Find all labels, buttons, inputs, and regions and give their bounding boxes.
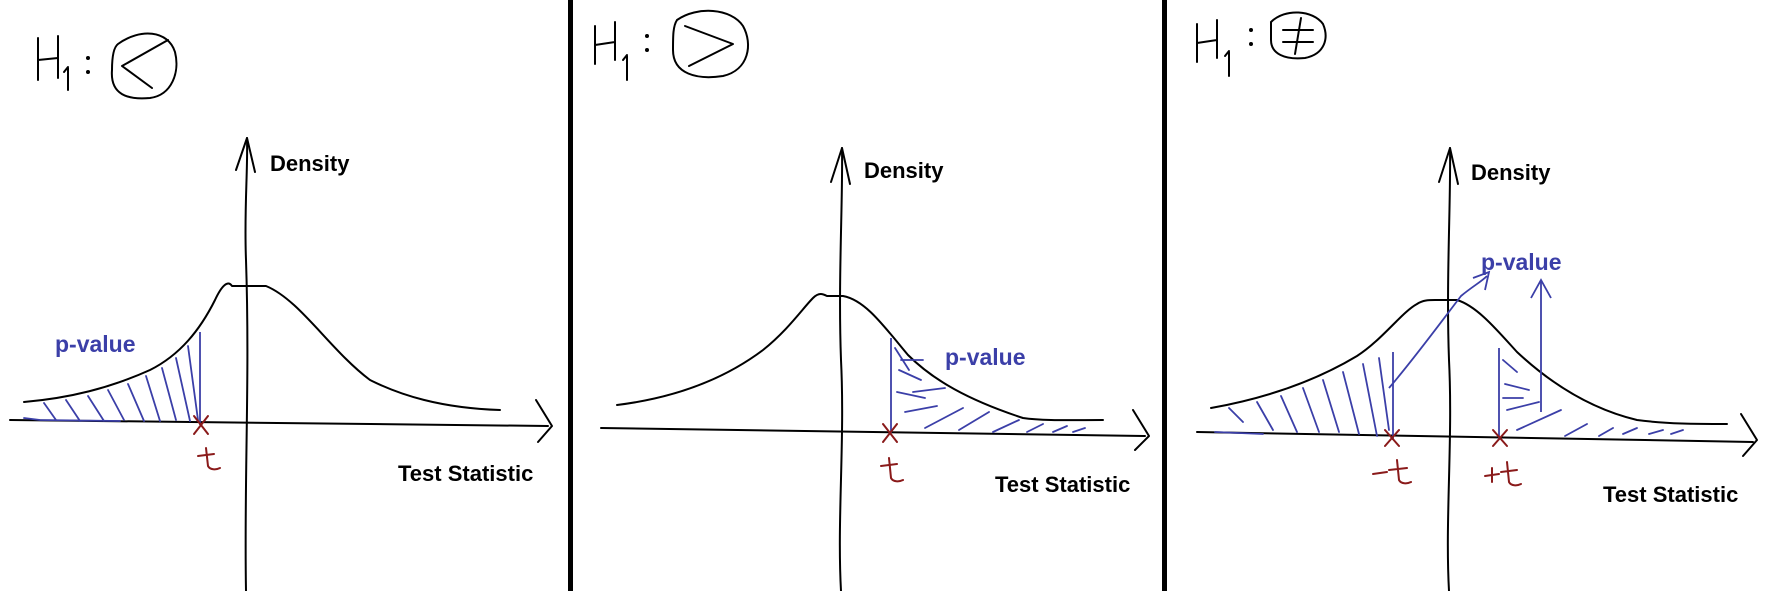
critical-marker-t	[193, 415, 221, 471]
y-axis	[1446, 147, 1452, 591]
p-value-region	[890, 338, 1086, 433]
x-axis-arrowhead	[1132, 409, 1150, 451]
x-axis-label: Test Statistic	[398, 461, 533, 486]
y-axis	[244, 137, 249, 591]
panel-right-tailed: Density Test Statistic p-value	[573, 0, 1163, 591]
y-axis-label: Density	[270, 151, 350, 176]
hypothesis-h1-symbol	[37, 35, 90, 91]
less-than-circled-symbol	[110, 32, 178, 100]
y-axis-label: Density	[1471, 160, 1551, 185]
y-axis-arrowhead	[235, 137, 256, 173]
y-axis-label: Density	[864, 158, 944, 183]
right-tailed-diagram: Density Test Statistic p-value	[594, 9, 1150, 591]
x-axis-label: Test Statistic	[995, 472, 1130, 497]
critical-marker-plus-t	[1484, 429, 1522, 487]
p-value-label: p-value	[945, 344, 1026, 370]
hypothesis-h1-symbol	[1196, 19, 1253, 77]
panel-left-tailed: Density Test Statistic p-value	[0, 0, 570, 591]
hypothesis-h1-symbol	[594, 21, 649, 81]
critical-marker-t	[880, 423, 904, 483]
x-axis-label: Test Statistic	[1603, 482, 1738, 507]
y-axis	[838, 147, 844, 591]
panel-two-tailed: Density Test Statistic p-value	[1167, 0, 1773, 591]
x-axis	[1196, 431, 1754, 443]
p-value-label: p-value	[55, 331, 136, 357]
density-curve	[1210, 299, 1728, 425]
p-value-region-left	[1214, 352, 1394, 440]
p-value-region-right	[1498, 348, 1684, 440]
left-tailed-diagram: Density Test Statistic p-value	[9, 32, 553, 591]
p-value-pointer-arrows	[1388, 270, 1552, 412]
p-value-region	[23, 332, 201, 425]
two-tailed-diagram: Density Test Statistic p-value	[1196, 11, 1758, 591]
panel-divider-1	[568, 0, 573, 591]
panel-divider-2	[1162, 0, 1167, 591]
x-axis-arrowhead	[535, 399, 553, 443]
x-axis	[600, 427, 1146, 437]
y-axis-arrowhead	[830, 147, 851, 185]
x-axis-arrowhead	[1740, 413, 1758, 457]
not-equal-circled-symbol	[1270, 11, 1327, 60]
y-axis-arrowhead	[1438, 147, 1459, 185]
density-curve	[616, 293, 1104, 422]
density-curve	[23, 282, 501, 411]
p-value-label: p-value	[1481, 249, 1562, 275]
critical-marker-minus-t	[1372, 429, 1412, 485]
greater-than-circled-symbol	[672, 9, 750, 79]
